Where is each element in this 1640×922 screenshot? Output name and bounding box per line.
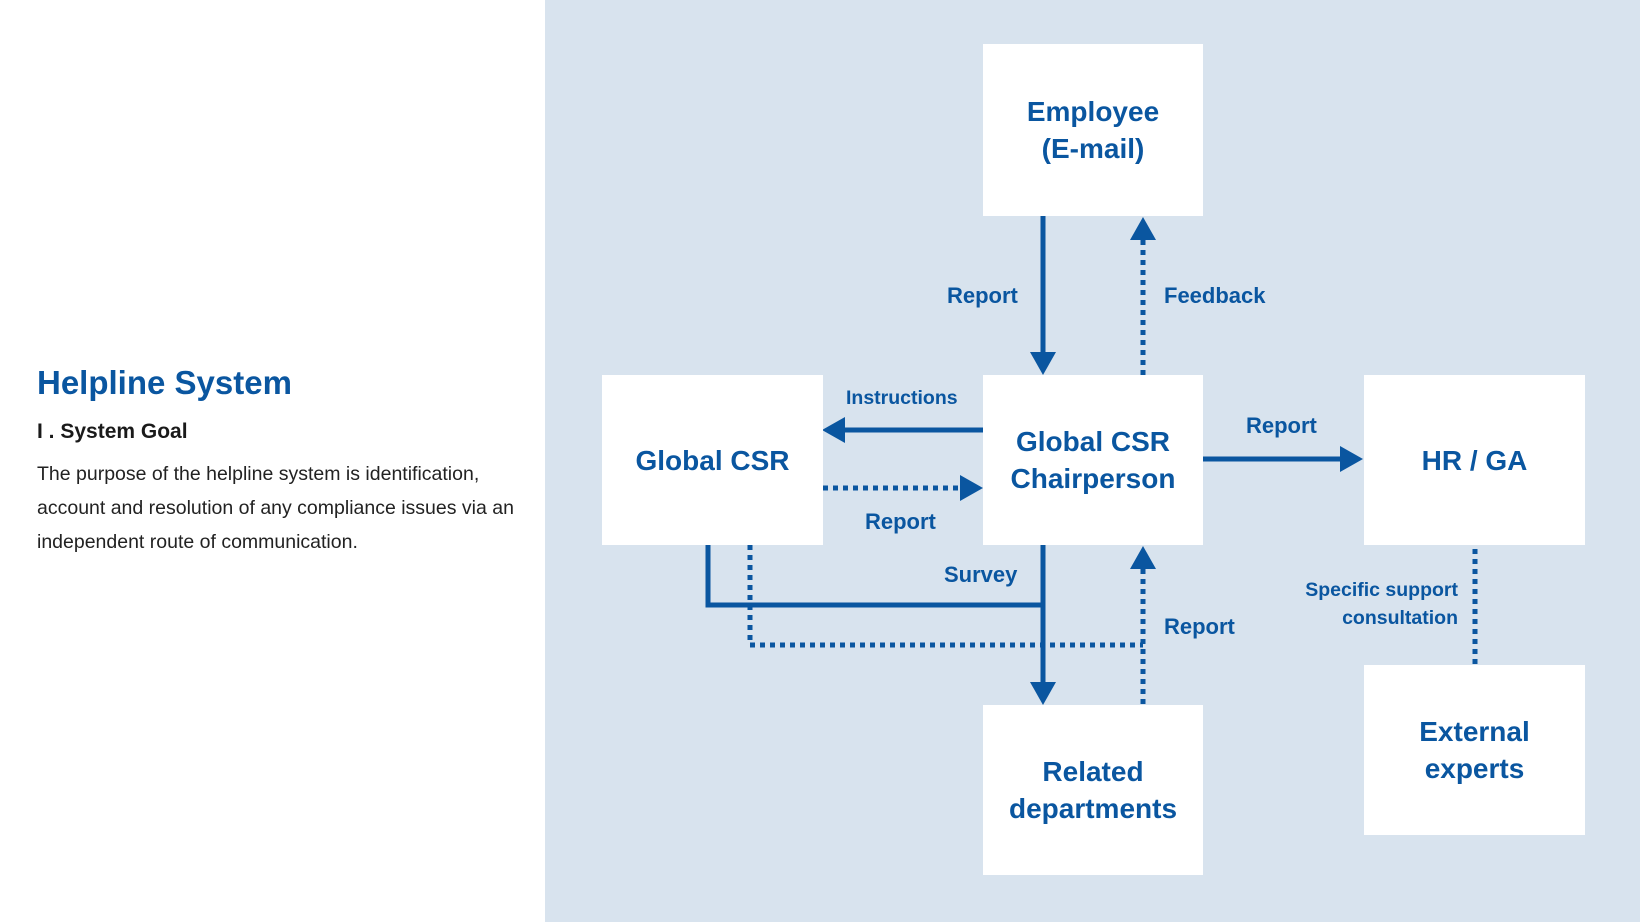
hr-ga-node-line1: HR / GA: [1421, 444, 1528, 476]
global-csr-node-line1: Global CSR: [635, 444, 790, 476]
intro-panel: Helpline System I . System Goal The purp…: [0, 0, 545, 922]
chairperson-node-line1: Global CSR: [1015, 426, 1170, 457]
external-experts-node-line2: experts: [1424, 753, 1525, 784]
hr-ga-node: HR / GA: [1364, 375, 1585, 545]
survey-label: Survey: [944, 562, 1018, 587]
csr-related-dotted-path: [747, 545, 1143, 648]
support-label-line1: Specific support: [1305, 579, 1458, 601]
related-report-label: Report: [1164, 614, 1235, 639]
related-departments-node-line2: departments: [1008, 793, 1178, 824]
employee-to-chair-arrowhead: [1030, 352, 1056, 375]
csr-report-label: Report: [865, 509, 936, 534]
related-report-arrowhead: [1130, 546, 1156, 569]
page-title: Helpline System: [37, 364, 292, 401]
related-departments-node-line1: Related: [1042, 756, 1144, 787]
survey-arrowhead: [1030, 682, 1056, 705]
employee-node: Employee (E-mail): [983, 44, 1203, 216]
chairperson-node-line2: Chairperson: [1010, 463, 1176, 494]
feedback-label: Feedback: [1164, 283, 1266, 308]
feedback-arrowhead: [1130, 217, 1156, 240]
survey-path: [705, 545, 1043, 608]
global-csr-node: Global CSR: [602, 375, 823, 545]
employee-node-line2: (E-mail): [1041, 133, 1145, 164]
section-body: The purpose of the helpline system is id…: [37, 463, 514, 553]
chairperson-node: Global CSR Chairperson: [983, 375, 1203, 545]
related-departments-node: Related departments: [983, 705, 1203, 875]
csr-report-arrowhead: [960, 475, 983, 501]
section-subtitle: I . System Goal: [37, 420, 188, 443]
hr-report-arrowhead: [1340, 446, 1363, 472]
employee-node-line1: Employee: [1026, 96, 1160, 127]
support-label-line2: consultation: [1342, 607, 1458, 629]
instructions-label: Instructions: [846, 387, 958, 409]
hr-report-label: Report: [1246, 413, 1317, 438]
employee-report-label: Report: [947, 283, 1018, 308]
instructions-arrowhead: [822, 417, 845, 443]
external-experts-node-line1: External: [1419, 716, 1530, 747]
external-experts-node: External experts: [1364, 665, 1585, 835]
